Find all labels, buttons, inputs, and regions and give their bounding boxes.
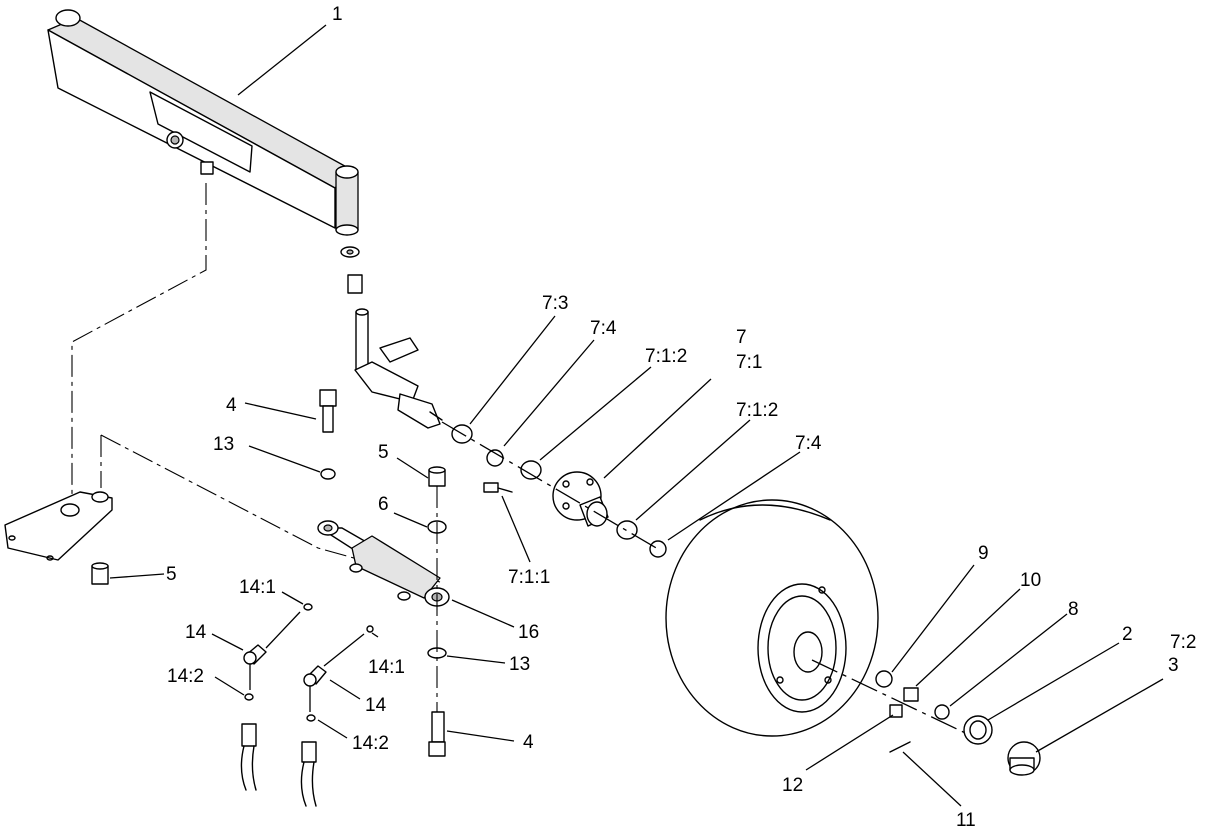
callout-10: 10 — [1020, 570, 1041, 591]
callout-14-left: 14 — [185, 622, 207, 643]
callout-3: 3 — [1168, 655, 1179, 676]
o-ring-14-2-left-part — [244, 693, 254, 701]
bearing-7-4-inner-part — [486, 449, 504, 467]
callout-1: 1 — [332, 4, 343, 25]
callout-14-1-left: 14:1 — [239, 577, 276, 598]
spacer-10-part — [903, 687, 919, 702]
callout-16: 16 — [518, 622, 539, 643]
bolt-4-top-part — [319, 389, 337, 433]
steering-cylinder-part — [317, 520, 450, 607]
nut-8-part — [934, 704, 950, 720]
o-ring-14-1-right-part — [366, 625, 374, 633]
callout-7: 7 — [736, 327, 747, 348]
callout-6: 6 — [378, 494, 389, 515]
callout-7-1-2-upper: 7:1:2 — [645, 346, 687, 367]
axle-beam-part — [47, 9, 359, 236]
bearing-7-4-outer-part — [649, 540, 667, 558]
callout-14-2-left: 14:2 — [167, 666, 204, 687]
callout-13-top: 13 — [213, 434, 234, 455]
callout-7-3: 7:3 — [542, 293, 568, 314]
callout-7-1: 7:1 — [736, 352, 762, 373]
callout-7-4-lower: 7:4 — [795, 433, 822, 454]
callout-9: 9 — [978, 543, 989, 564]
assembly-line-beam-to-mount — [71, 183, 207, 500]
wheel-stud-7-1-1-part — [483, 482, 513, 493]
hydraulic-hose-right-part — [300, 741, 317, 807]
mount-plate-part — [4, 491, 113, 561]
hub-7-part — [552, 471, 609, 527]
washer-12-part — [889, 704, 903, 718]
callout-2: 2 — [1122, 624, 1133, 645]
cotter-pin-11-part — [889, 741, 911, 753]
callout-7-1-1: 7:1:1 — [508, 567, 550, 588]
o-ring-14-2-right-part — [306, 714, 316, 722]
elbow-fitting-14-left-part — [243, 644, 267, 665]
nut-5-left-part — [91, 562, 109, 585]
callout-12: 12 — [782, 775, 803, 796]
callout-13-bottom: 13 — [509, 654, 530, 675]
callout-14-2-right: 14:2 — [352, 733, 389, 754]
leader-lines — [109, 24, 1164, 807]
callout-5-center: 5 — [378, 442, 389, 463]
elbow-fitting-14-right-part — [303, 665, 327, 687]
nut-5-center-part — [428, 466, 446, 487]
callout-5-left: 5 — [166, 564, 177, 585]
callout-8: 8 — [1068, 599, 1079, 620]
callout-4-bottom: 4 — [523, 732, 534, 753]
washer-13-top-part — [320, 468, 336, 480]
callout-14-right: 14 — [365, 695, 387, 716]
callout-7-4-upper: 7:4 — [590, 318, 617, 339]
callout-4-top: 4 — [226, 395, 237, 416]
callout-7-1-2-lower: 7:1:2 — [736, 400, 778, 421]
wheel-tire-part — [665, 499, 879, 737]
bearing-cup-7-1-2-inner-part — [520, 460, 542, 480]
spindle-part — [340, 246, 443, 429]
washer-9-part — [875, 670, 893, 688]
callout-labels: 1 7:3 7:4 7:1:2 7 7:1 7:1:2 7:4 4 13 5 6… — [166, 4, 1196, 831]
o-ring-14-1-left-part — [303, 603, 313, 611]
callout-11: 11 — [956, 810, 976, 831]
bearing-cup-7-1-2-outer-part — [616, 520, 638, 540]
cap-3-part — [1007, 741, 1041, 776]
hydraulic-hose-left-part — [240, 723, 257, 791]
dust-cap-2-part — [963, 715, 993, 745]
callout-14-1-right: 14:1 — [368, 657, 405, 678]
callout-7-2: 7:2 — [1170, 632, 1196, 653]
bolt-4-bottom-part — [428, 711, 446, 757]
